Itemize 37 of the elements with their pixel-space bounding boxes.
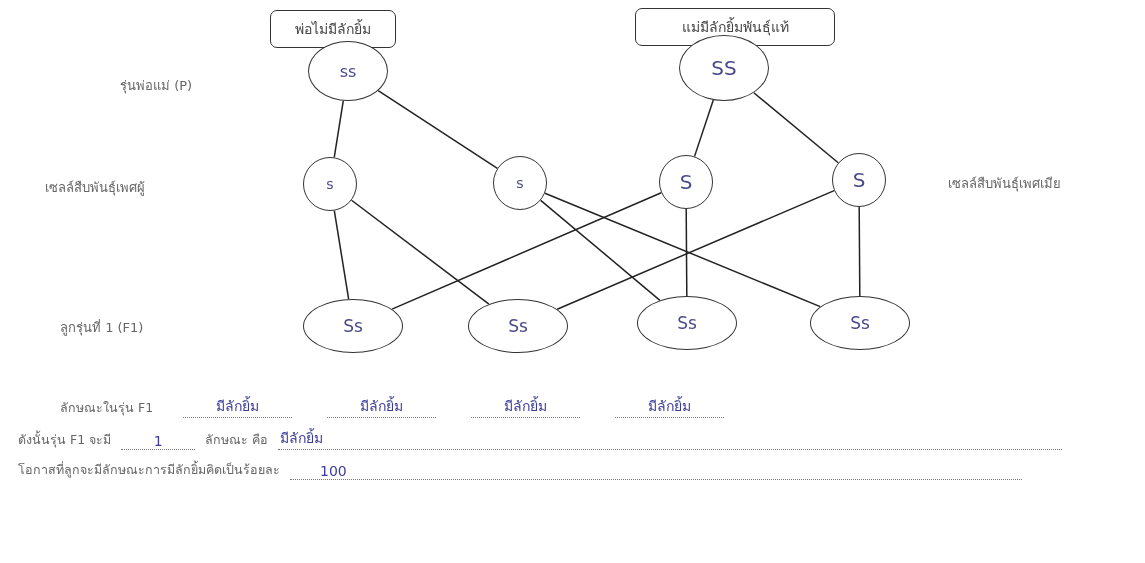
- parent-box: แม่มีลักยิ้มพันธุ์แท้: [635, 8, 835, 46]
- genotype-ellipse: Ss: [303, 299, 403, 353]
- genotype-ellipse: Ss: [637, 296, 737, 350]
- answer-line: มีลักยิ้ม: [278, 427, 1063, 450]
- answer-line: 100: [290, 463, 1022, 480]
- genotype-ellipse: Ss: [810, 296, 910, 350]
- connector-line: [350, 199, 490, 305]
- connector-line: [693, 99, 715, 158]
- genotype-ellipse: ss: [308, 41, 388, 101]
- question-text: ดังนั้นรุ่น F1 จะมี: [18, 430, 112, 450]
- genotype-ellipse: S: [832, 153, 886, 207]
- question-text: โอกาสที่ลูกจะมีลักษณะการมีลักยิ้มคิดเป็นร้อยละ: [18, 460, 280, 480]
- connector-line: [391, 191, 662, 310]
- row-label: รุ่นพ่อแม่ (P): [120, 77, 193, 96]
- genotype-ellipse: s: [303, 157, 357, 211]
- genotype-ellipse: s: [493, 156, 547, 210]
- answer-line: มีลักยิ้ม: [615, 395, 725, 418]
- genotype-ellipse: SS: [679, 35, 769, 101]
- row-label: ลูกรุ่นที่ 1 (F1): [60, 318, 144, 338]
- connector-line: [753, 92, 839, 164]
- question-text: ลักษณะในรุ่น F1: [60, 399, 154, 418]
- answer-line: มีลักยิ้ม: [183, 395, 293, 418]
- connector-line: [858, 206, 861, 297]
- connector-line: [377, 89, 499, 169]
- connector-line: [685, 208, 688, 297]
- row-label: เซลล์สืบพันธุ์เพศเมีย: [948, 175, 1061, 194]
- question-text: ลักษณะ คือ: [205, 431, 269, 449]
- row-label: เซลล์สืบพันธุ์เพศผู้: [45, 179, 145, 198]
- answer-line: 1: [121, 433, 196, 450]
- genotype-ellipse: Ss: [468, 299, 568, 353]
- answer-line: มีลักยิ้ม: [327, 395, 437, 418]
- genotype-ellipse: S: [659, 155, 713, 209]
- connector-line: [333, 100, 344, 159]
- connector-line: [539, 199, 661, 302]
- connector-line: [333, 209, 350, 300]
- answer-line: มีลักยิ้ม: [471, 395, 581, 418]
- parent-box: พ่อไม่มีลักยิ้ม: [270, 10, 396, 48]
